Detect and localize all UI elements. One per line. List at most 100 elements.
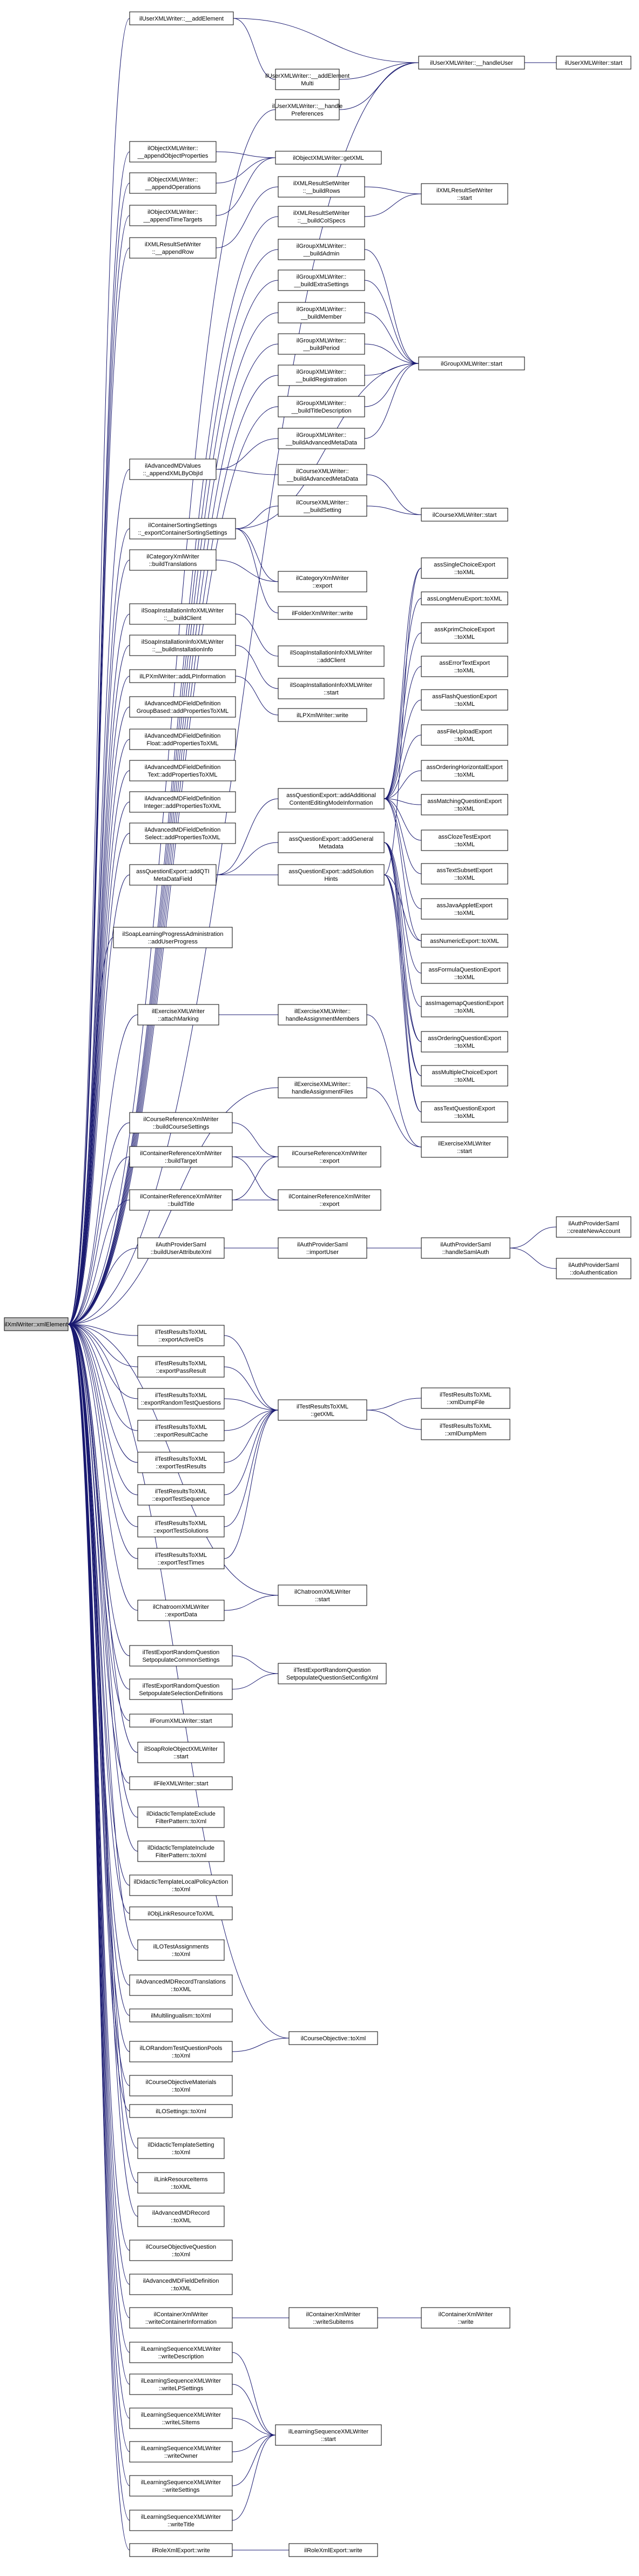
graph-node[interactable]: assFlashQuestionExport::toXML <box>421 689 508 711</box>
graph-node[interactable]: ilLearningSequenceXMLWriter::writeOwner <box>129 2441 233 2463</box>
graph-node[interactable]: assErrorTextExport::toXML <box>421 656 508 677</box>
graph-node[interactable]: assMultipleChoiceExport::toXML <box>421 1065 508 1087</box>
graph-node[interactable]: ilCourseObjectiveQuestion::toXml <box>129 2240 233 2261</box>
graph-node[interactable]: ilContainerReferenceXmlWriter::export <box>278 1189 381 1211</box>
graph-node[interactable]: ilContainerXmlWriter::write <box>421 2307 510 2329</box>
graph-node[interactable]: ilLearningSequenceXMLWriter::writeLPSett… <box>129 2373 233 2395</box>
graph-node[interactable]: ilTestExportRandomQuestionSetpopulateSel… <box>129 1678 233 1700</box>
graph-node[interactable]: ilFileXMLWriter::start <box>129 1776 233 1790</box>
graph-node[interactable]: ilCourseXMLWriter::__buildAdvancedMetaDa… <box>278 464 367 485</box>
graph-node[interactable]: ilGroupXMLWriter::__buildRegistration <box>278 365 365 386</box>
graph-node[interactable]: ilChatroomXMLWriter::start <box>278 1584 367 1606</box>
graph-node[interactable]: ilLearningSequenceXMLWriter::start <box>275 2424 382 2446</box>
graph-node[interactable]: ilXMLResultSetWriter::start <box>421 183 508 205</box>
graph-node[interactable]: ilTestResultsToXML::exportTestSolutions <box>137 1516 225 1537</box>
graph-node[interactable]: ilTestResultsToXML::exportRandomTestQues… <box>137 1388 225 1410</box>
graph-node[interactable]: ilTestResultsToXML::exportTestTimes <box>137 1548 225 1569</box>
graph-node[interactable]: ilForumXMLWriter::start <box>129 1714 233 1728</box>
graph-node[interactable]: ilDidacticTemplateIncludeFilterPattern::… <box>137 1840 225 1862</box>
graph-node[interactable]: ilLPXmlWriter::write <box>278 708 367 722</box>
graph-node[interactable]: ilLOSettings::toXml <box>129 2104 233 2118</box>
graph-node[interactable]: ilTestResultsToXML::xmlDumpMem <box>421 1419 510 1440</box>
graph-node[interactable]: assJavaAppletExport::toXML <box>421 898 508 920</box>
graph-node[interactable]: ilUserXMLWriter::__addElement <box>129 11 234 25</box>
graph-node[interactable]: ilSoapLearningProgressAdministration::ad… <box>113 927 233 948</box>
graph-node[interactable]: assTextQuestionExport::toXML <box>421 1101 508 1123</box>
graph-node[interactable]: ilRoleXmlExport::write <box>288 2543 378 2557</box>
graph-node[interactable]: ilTestExportRandomQuestionSetpopulateCom… <box>129 1645 233 1667</box>
graph-node[interactable]: ilSoapInstallationInfoXMLWriter::start <box>278 678 385 699</box>
graph-node[interactable]: ilCategoryXmlWriter::buildTranslations <box>129 549 217 571</box>
graph-node[interactable]: ilGroupXMLWriter::__buildTitleDescriptio… <box>278 396 365 417</box>
graph-node[interactable]: ilAuthProviderSaml::buildUserAttributeXm… <box>137 1237 225 1259</box>
graph-node[interactable]: ilAuthProviderSaml::handleSamlAuth <box>421 1237 510 1259</box>
graph-node[interactable]: ilAdvancedMDRecordTranslations::toXML <box>129 1974 233 1996</box>
graph-node[interactable]: ilCourseReferenceXmlWriter::export <box>278 1146 381 1168</box>
graph-node[interactable]: ilAuthProviderSaml::doAuthentication <box>556 1258 631 1279</box>
graph-node[interactable]: ilObjectXMLWriter::__appendObjectPropert… <box>129 141 217 163</box>
graph-node[interactable]: ilCourseReferenceXmlWriter::buildCourseS… <box>129 1112 233 1134</box>
graph-node[interactable]: ilLPXmlWriter::addLPInformation <box>129 669 236 683</box>
graph-node[interactable]: ilDidacticTemplateSetting::toXml <box>137 2137 225 2159</box>
graph-node[interactable]: ilObjectXMLWriter::__appendTimeTargets <box>129 205 217 226</box>
graph-node[interactable]: ilSoapInstallationInfoXMLWriter::__build… <box>129 603 236 625</box>
graph-node[interactable]: ilTestResultsToXML::xmlDumpFile <box>421 1387 510 1409</box>
graph-node[interactable]: ilSoapInstallationInfoXMLWriter::addClie… <box>278 645 385 667</box>
graph-node[interactable]: ilAdvancedMDFieldDefinitionText::addProp… <box>129 760 236 781</box>
graph-node[interactable]: ilCourseObjectiveMaterials::toXml <box>129 2075 233 2096</box>
graph-node[interactable]: ilAdvancedMDFieldDefinitionGroupBased::a… <box>129 696 236 718</box>
graph-node[interactable]: ilTestResultsToXML::getXML <box>278 1399 367 1421</box>
graph-node[interactable]: assSingleChoiceExport::toXML <box>421 557 508 579</box>
graph-node[interactable]: ilTestResultsToXML::exportTestResults <box>137 1452 225 1473</box>
graph-node[interactable]: ilCourseObjective::toXml <box>288 2031 378 2045</box>
graph-node[interactable]: ilRoleXmlExport::write <box>129 2543 233 2557</box>
graph-node[interactable]: ilExerciseXMLWriter::start <box>421 1136 508 1158</box>
graph-node[interactable]: ilAdvancedMDRecord::toXML <box>137 2206 225 2227</box>
graph-node[interactable]: ilLearningSequenceXMLWriter::writeSettin… <box>129 2475 233 2497</box>
graph-node[interactable]: ilTestResultsToXML::exportResultCache <box>137 1420 225 1441</box>
graph-node[interactable]: ilLearningSequenceXMLWriter::writeDescri… <box>129 2342 233 2363</box>
graph-node[interactable]: ilAdvancedMDFieldDefinitionSelect::addPr… <box>129 822 236 844</box>
graph-node[interactable]: ilLinkResourceItems::toXML <box>137 2172 225 2194</box>
graph-node[interactable]: ilObjectXMLWriter::getXML <box>275 151 382 165</box>
graph-node[interactable]: ilXMLResultSetWriter::__buildRows <box>278 176 365 198</box>
graph-node[interactable]: ilAuthProviderSaml::createNewAccount <box>556 1216 631 1238</box>
graph-node[interactable]: assOrderingHorizontalExport::toXML <box>421 760 508 781</box>
graph-node[interactable]: ilLORandomTestQuestionPools::toXml <box>129 2041 233 2062</box>
graph-node[interactable]: ilSoapInstallationInfoXMLWriter::__build… <box>129 635 236 656</box>
graph-node[interactable]: ilGroupXMLWriter::__buildPeriod <box>278 333 365 355</box>
graph-node[interactable]: ilTestResultsToXML::exportPassResult <box>137 1356 225 1378</box>
graph-node[interactable]: ilMultilingualism::toXml <box>129 2008 233 2022</box>
graph-node[interactable]: ilGroupXMLWriter::__buildExtraSettings <box>278 269 365 291</box>
graph-node[interactable]: ilObjLinkResourceToXML <box>129 1906 233 1920</box>
graph-node[interactable]: ilTestResultsToXML::exportActiveIDs <box>137 1325 225 1346</box>
graph-node[interactable]: ilGroupXMLWriter::__buildMember <box>278 302 365 323</box>
graph-node[interactable]: assImagemapQuestionExport::toXML <box>421 996 508 1017</box>
graph-node[interactable]: assNumericExport::toXML <box>421 934 508 948</box>
graph-node[interactable]: assClozeTestExport::toXML <box>421 830 508 851</box>
graph-node[interactable]: assFileUploadExport::toXML <box>421 724 508 746</box>
graph-node[interactable]: ilLearningSequenceXMLWriter::writeLSItem… <box>129 2408 233 2429</box>
graph-node[interactable]: ilGroupXMLWriter::__buildAdvancedMetaDat… <box>278 428 365 449</box>
graph-node[interactable]: assMatchingQuestionExport::toXML <box>421 794 508 815</box>
graph-node[interactable]: ilUserXMLWriter::__handleUser <box>418 56 525 70</box>
graph-node[interactable]: ilAdvancedMDFieldDefinition::toXML <box>129 2274 233 2295</box>
graph-node[interactable]: ilChatroomXMLWriter::exportData <box>137 1600 225 1621</box>
graph-node[interactable]: assFormulaQuestionExport::toXML <box>421 962 508 984</box>
graph-node[interactable]: ilXMLResultSetWriter::__appendRow <box>129 237 217 259</box>
graph-node[interactable]: assQuestionExport::addAdditionalContentE… <box>278 788 385 810</box>
graph-node[interactable]: ilAuthProviderSaml::importUser <box>278 1237 367 1259</box>
graph-node[interactable]: ilTestExportRandomQuestionSetpopulateQue… <box>278 1663 387 1684</box>
graph-node[interactable]: ilContainerReferenceXmlWriter::buildTarg… <box>129 1146 233 1168</box>
graph-node[interactable]: ilDidacticTemplateExcludeFilterPattern::… <box>137 1806 225 1828</box>
graph-node[interactable]: ilTestResultsToXML::exportTestSequence <box>137 1484 225 1506</box>
graph-node[interactable]: ilContainerReferenceXmlWriter::buildTitl… <box>129 1189 233 1211</box>
graph-node[interactable]: ilAdvancedMDValues::_appendXMLByObjId <box>129 458 217 480</box>
graph-node[interactable]: ilCourseXMLWriter::start <box>421 508 508 522</box>
graph-node[interactable]: ilContainerXmlWriter::writeContainerInfo… <box>129 2307 233 2329</box>
graph-node[interactable]: ilSoapRoleObjectXMLWriter::start <box>137 1742 225 1763</box>
